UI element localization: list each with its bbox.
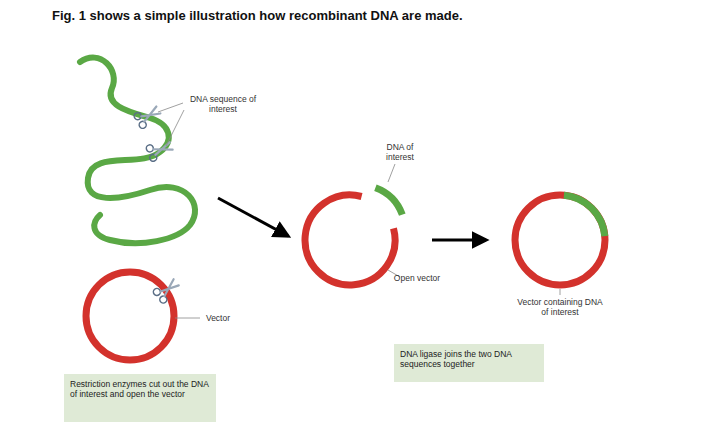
part-label: Vector bbox=[201, 313, 235, 323]
caption-text: Restriction enzymes cut out the DNA of i… bbox=[70, 379, 210, 399]
part-label: Vector containing DNA of interest bbox=[514, 297, 606, 317]
caption-box: DNA ligase joins the two DNA sequences t… bbox=[394, 344, 544, 382]
part-label: DNA sequence of interest bbox=[180, 94, 266, 114]
caption-box: Restriction enzymes cut out the DNA of i… bbox=[64, 374, 216, 422]
caption-text: DNA ligase joins the two DNA sequences t… bbox=[400, 349, 538, 369]
figure-title: Fig. 1 shows a simple illustration how r… bbox=[52, 8, 463, 23]
part-label: DNA of interest bbox=[372, 142, 428, 162]
part-label: Open vector bbox=[392, 273, 442, 283]
